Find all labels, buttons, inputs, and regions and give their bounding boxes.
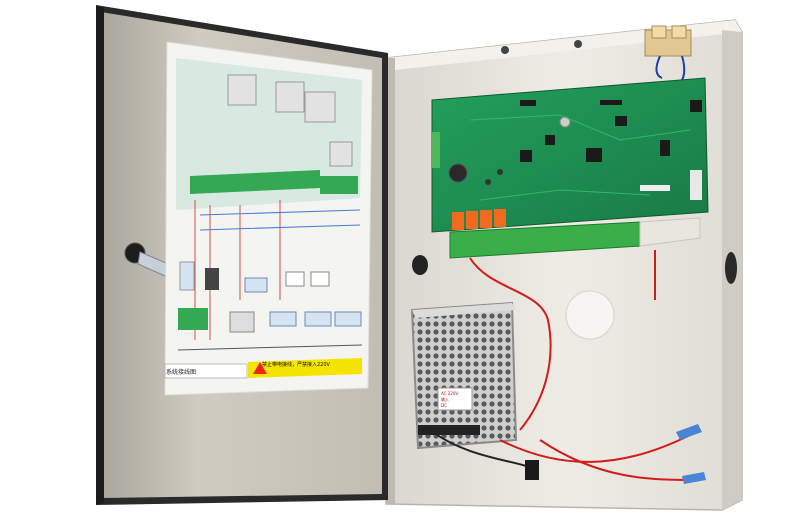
psu-label-input: 输入 [441, 397, 449, 402]
warning-banner [248, 358, 362, 378]
diagram-title: 系统接线图 [166, 369, 197, 376]
psu-label-ac: AC 220V [441, 391, 459, 396]
pcb-terminal-strip [449, 217, 701, 259]
ac-terminal-block [644, 25, 692, 87]
control-pcb [431, 77, 709, 233]
power-supply [410, 301, 518, 450]
tamper-knob [412, 255, 428, 275]
wiring [429, 250, 706, 484]
diagram-title-box [164, 363, 248, 379]
psu-label-dc: DC [441, 403, 447, 408]
warning-text: 禁止带电接线，严禁接入220V [262, 362, 330, 368]
wiring-diagram-sheet [164, 41, 373, 396]
